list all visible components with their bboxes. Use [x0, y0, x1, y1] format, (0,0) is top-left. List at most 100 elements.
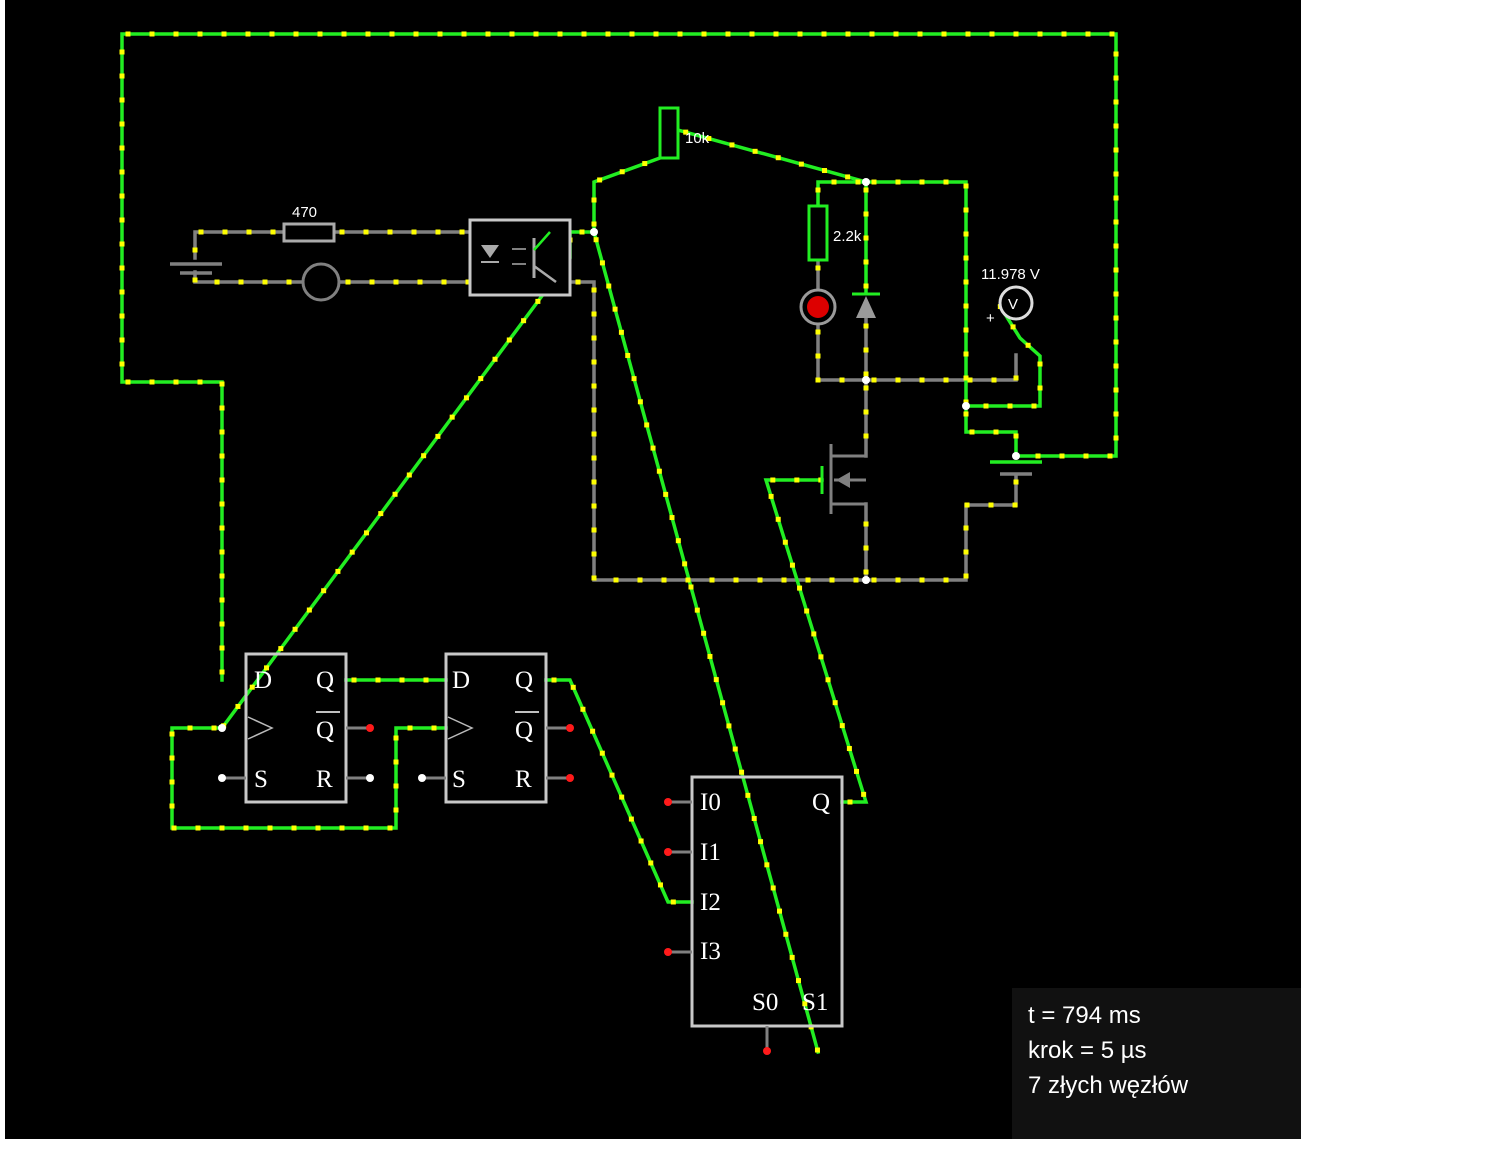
- current-dot: [720, 700, 726, 706]
- current-dot: [619, 794, 625, 800]
- current-dot: [219, 825, 225, 831]
- voltmeter[interactable]: V + 11.978 V: [981, 266, 1040, 327]
- current-dot: [637, 577, 643, 583]
- current-dot: [173, 31, 179, 37]
- current-dot: [993, 429, 999, 435]
- current-dot: [988, 502, 994, 508]
- mosfet[interactable]: [820, 444, 866, 514]
- current-dot: [739, 769, 745, 775]
- current-dot: [963, 525, 969, 531]
- ff2-pin-d: D: [452, 667, 470, 694]
- current-dot: [219, 477, 225, 483]
- current-dot: [917, 31, 923, 37]
- current-dot: [171, 825, 177, 831]
- current-dot: [262, 279, 268, 285]
- current-dot: [286, 279, 292, 285]
- current-dot: [683, 129, 689, 135]
- current-dot: [625, 352, 631, 358]
- current-dot: [804, 608, 810, 614]
- current-dot: [317, 31, 323, 37]
- current-dot: [969, 429, 975, 435]
- current-dot: [269, 31, 275, 37]
- current-dot: [345, 279, 351, 285]
- current-dot: [219, 405, 225, 411]
- current-dot: [521, 318, 527, 324]
- current-dot: [393, 279, 399, 285]
- current-dot: [173, 379, 179, 385]
- current-dot: [789, 954, 795, 960]
- current-dot: [363, 530, 369, 536]
- current-dot: [752, 148, 758, 154]
- current-dot: [278, 646, 284, 652]
- current-dot: [219, 429, 225, 435]
- current-dot: [726, 723, 732, 729]
- current-dot: [509, 31, 515, 37]
- current-dot: [991, 377, 997, 383]
- current-dot: [580, 706, 586, 712]
- current-dot: [417, 279, 423, 285]
- current-dot: [1113, 171, 1119, 177]
- current-dot: [869, 31, 875, 37]
- current-dot: [492, 356, 498, 362]
- resistor-10k-label: 10k: [685, 130, 710, 147]
- current-dot: [211, 725, 217, 731]
- current-dot: [656, 468, 662, 474]
- current-dot: [341, 31, 347, 37]
- resistor-470-label: 470: [292, 204, 317, 221]
- current-dot: [963, 411, 969, 417]
- circuit-canvas[interactable]: 470 10k 2.2k V + 11.978 V: [5, 0, 1301, 1139]
- resistor-470[interactable]: 470: [282, 204, 336, 243]
- current-dot: [805, 577, 811, 583]
- current-dot: [411, 229, 417, 235]
- current-dot: [119, 49, 125, 55]
- wire-q2-to-i2: [544, 678, 694, 904]
- multiplexer[interactable]: I0 I1 I2 I3 Q S0 S1: [668, 775, 844, 1050]
- current-dot: [1059, 453, 1065, 459]
- current-dot: [675, 538, 681, 544]
- current-dot: [339, 229, 345, 235]
- ff1-pin-q: Q: [316, 667, 334, 694]
- current-dot: [243, 825, 249, 831]
- current-dot: [815, 187, 821, 193]
- ff2-pin-qbar: Q: [515, 717, 533, 744]
- simulation-status-panel: t = 794 ms krok = 5 µs 7 złych węzłów: [1012, 988, 1301, 1139]
- current-dot: [393, 759, 399, 765]
- current-dot: [149, 379, 155, 385]
- current-dot: [845, 31, 851, 37]
- current-dot: [533, 31, 539, 37]
- current-dot: [1037, 385, 1043, 391]
- current-dot: [821, 31, 827, 37]
- resistor-2k2[interactable]: 2.2k: [807, 204, 862, 262]
- diode[interactable]: [852, 292, 880, 318]
- current-dot: [863, 235, 869, 241]
- current-dot: [745, 792, 751, 798]
- current-dot: [919, 179, 925, 185]
- current-dot: [378, 511, 384, 517]
- current-dot: [783, 931, 789, 937]
- current-dot: [393, 735, 399, 741]
- current-dot: [815, 377, 821, 383]
- current-dot: [1007, 403, 1013, 409]
- current-dot: [825, 677, 831, 683]
- current-dot: [214, 279, 220, 285]
- ac-source[interactable]: [301, 262, 341, 302]
- current-dot: [591, 221, 597, 227]
- flipflop-2[interactable]: D Q Q S R: [422, 652, 570, 804]
- current-dot: [613, 577, 619, 583]
- current-dot: [863, 371, 869, 377]
- current-dot: [575, 279, 581, 285]
- current-dot: [579, 229, 585, 235]
- resistor-10k[interactable]: 10k: [658, 106, 710, 160]
- current-dot: [863, 545, 869, 551]
- current-dot: [591, 551, 597, 557]
- current-dot: [815, 329, 821, 335]
- optocoupler[interactable]: [468, 218, 572, 297]
- current-dot: [219, 525, 225, 531]
- flipflop-1[interactable]: D Q Q S R: [222, 652, 370, 804]
- current-dot: [219, 501, 225, 507]
- current-dot: [749, 31, 755, 37]
- current-dot: [653, 31, 659, 37]
- circuit-schematic[interactable]: 470 10k 2.2k V + 11.978 V: [5, 0, 1301, 1139]
- led-indicator[interactable]: [799, 288, 837, 326]
- current-dot: [797, 31, 803, 37]
